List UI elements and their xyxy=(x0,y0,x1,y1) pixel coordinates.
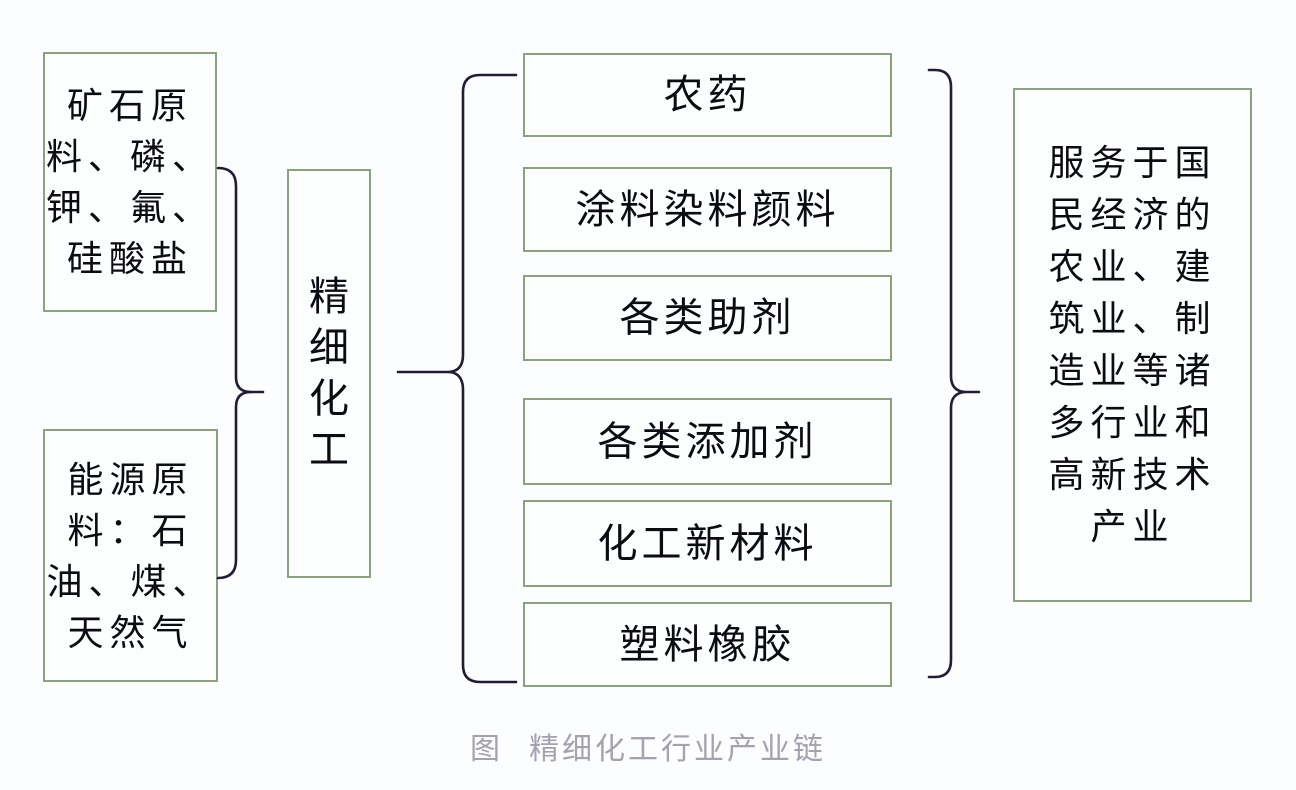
node-text-line: 工 xyxy=(309,427,349,472)
node-served-industries: 服务于国 民经济的 农业、建 筑业、制 造业等诸 多行业和 高新技术 产业 xyxy=(1013,88,1252,602)
node-auxiliaries: 各类助剂 xyxy=(523,275,892,361)
node-new-chemical-materials: 化工新材料 xyxy=(523,500,892,587)
node-text-line: 硅酸盐 xyxy=(66,238,193,279)
node-text-line: 矿石原 xyxy=(66,85,193,126)
node-text-line: 筑业、制 xyxy=(1048,298,1217,339)
right-brace xyxy=(927,68,967,679)
node-text-line: 民经济的 xyxy=(1048,194,1217,235)
node-text-line: 油、煤、 xyxy=(46,560,215,602)
node-label: 各类助剂 xyxy=(619,296,796,340)
node-text-line: 料：石 xyxy=(67,509,194,551)
node-text-line: 天然气 xyxy=(67,611,194,653)
node-text-line: 钾、氟、 xyxy=(45,187,214,228)
node-additives: 各类添加剂 xyxy=(523,398,892,485)
node-coatings-dyes-pigments: 涂料染料颜料 xyxy=(523,167,892,252)
node-energy-raw-materials: 能源原 料：石 油、煤、 天然气 xyxy=(43,429,218,682)
node-text-line: 高新技术 xyxy=(1048,454,1217,495)
node-text-line: 细 xyxy=(309,325,349,370)
node-label: 化工新材料 xyxy=(597,521,818,566)
node-text-line: 服务于国 xyxy=(1048,142,1217,183)
left-brace xyxy=(216,166,253,580)
node-label: 各类添加剂 xyxy=(597,419,818,464)
node-text-line: 造业等诸 xyxy=(1048,350,1217,391)
figure-caption-prefix: 图 xyxy=(470,733,503,766)
node-label: 塑料橡胶 xyxy=(619,622,796,667)
node-text-line: 料、磷、 xyxy=(45,136,214,177)
figure-caption-title: 精细化工行业产业链 xyxy=(529,733,826,766)
node-label: 农药 xyxy=(663,73,752,117)
node-text-line: 多行业和 xyxy=(1048,402,1217,443)
node-plastics-rubber: 塑料橡胶 xyxy=(523,602,892,687)
node-text-line: 农业、建 xyxy=(1048,246,1217,287)
node-text-line: 能源原 xyxy=(67,458,194,500)
node-pesticides: 农药 xyxy=(523,53,892,137)
node-label: 涂料染料颜料 xyxy=(575,187,840,232)
figure-caption: 图精细化工行业产业链 xyxy=(0,724,1296,768)
node-mineral-raw-materials: 矿石原 料、磷、 钾、氟、 硅酸盐 xyxy=(43,52,217,312)
node-text-line: 产业 xyxy=(1090,506,1175,547)
node-fine-chemicals: 精 细 化 工 xyxy=(287,169,371,578)
node-text-line: 化 xyxy=(309,376,349,421)
node-text-line: 精 xyxy=(309,274,349,319)
center-brace xyxy=(447,73,518,684)
